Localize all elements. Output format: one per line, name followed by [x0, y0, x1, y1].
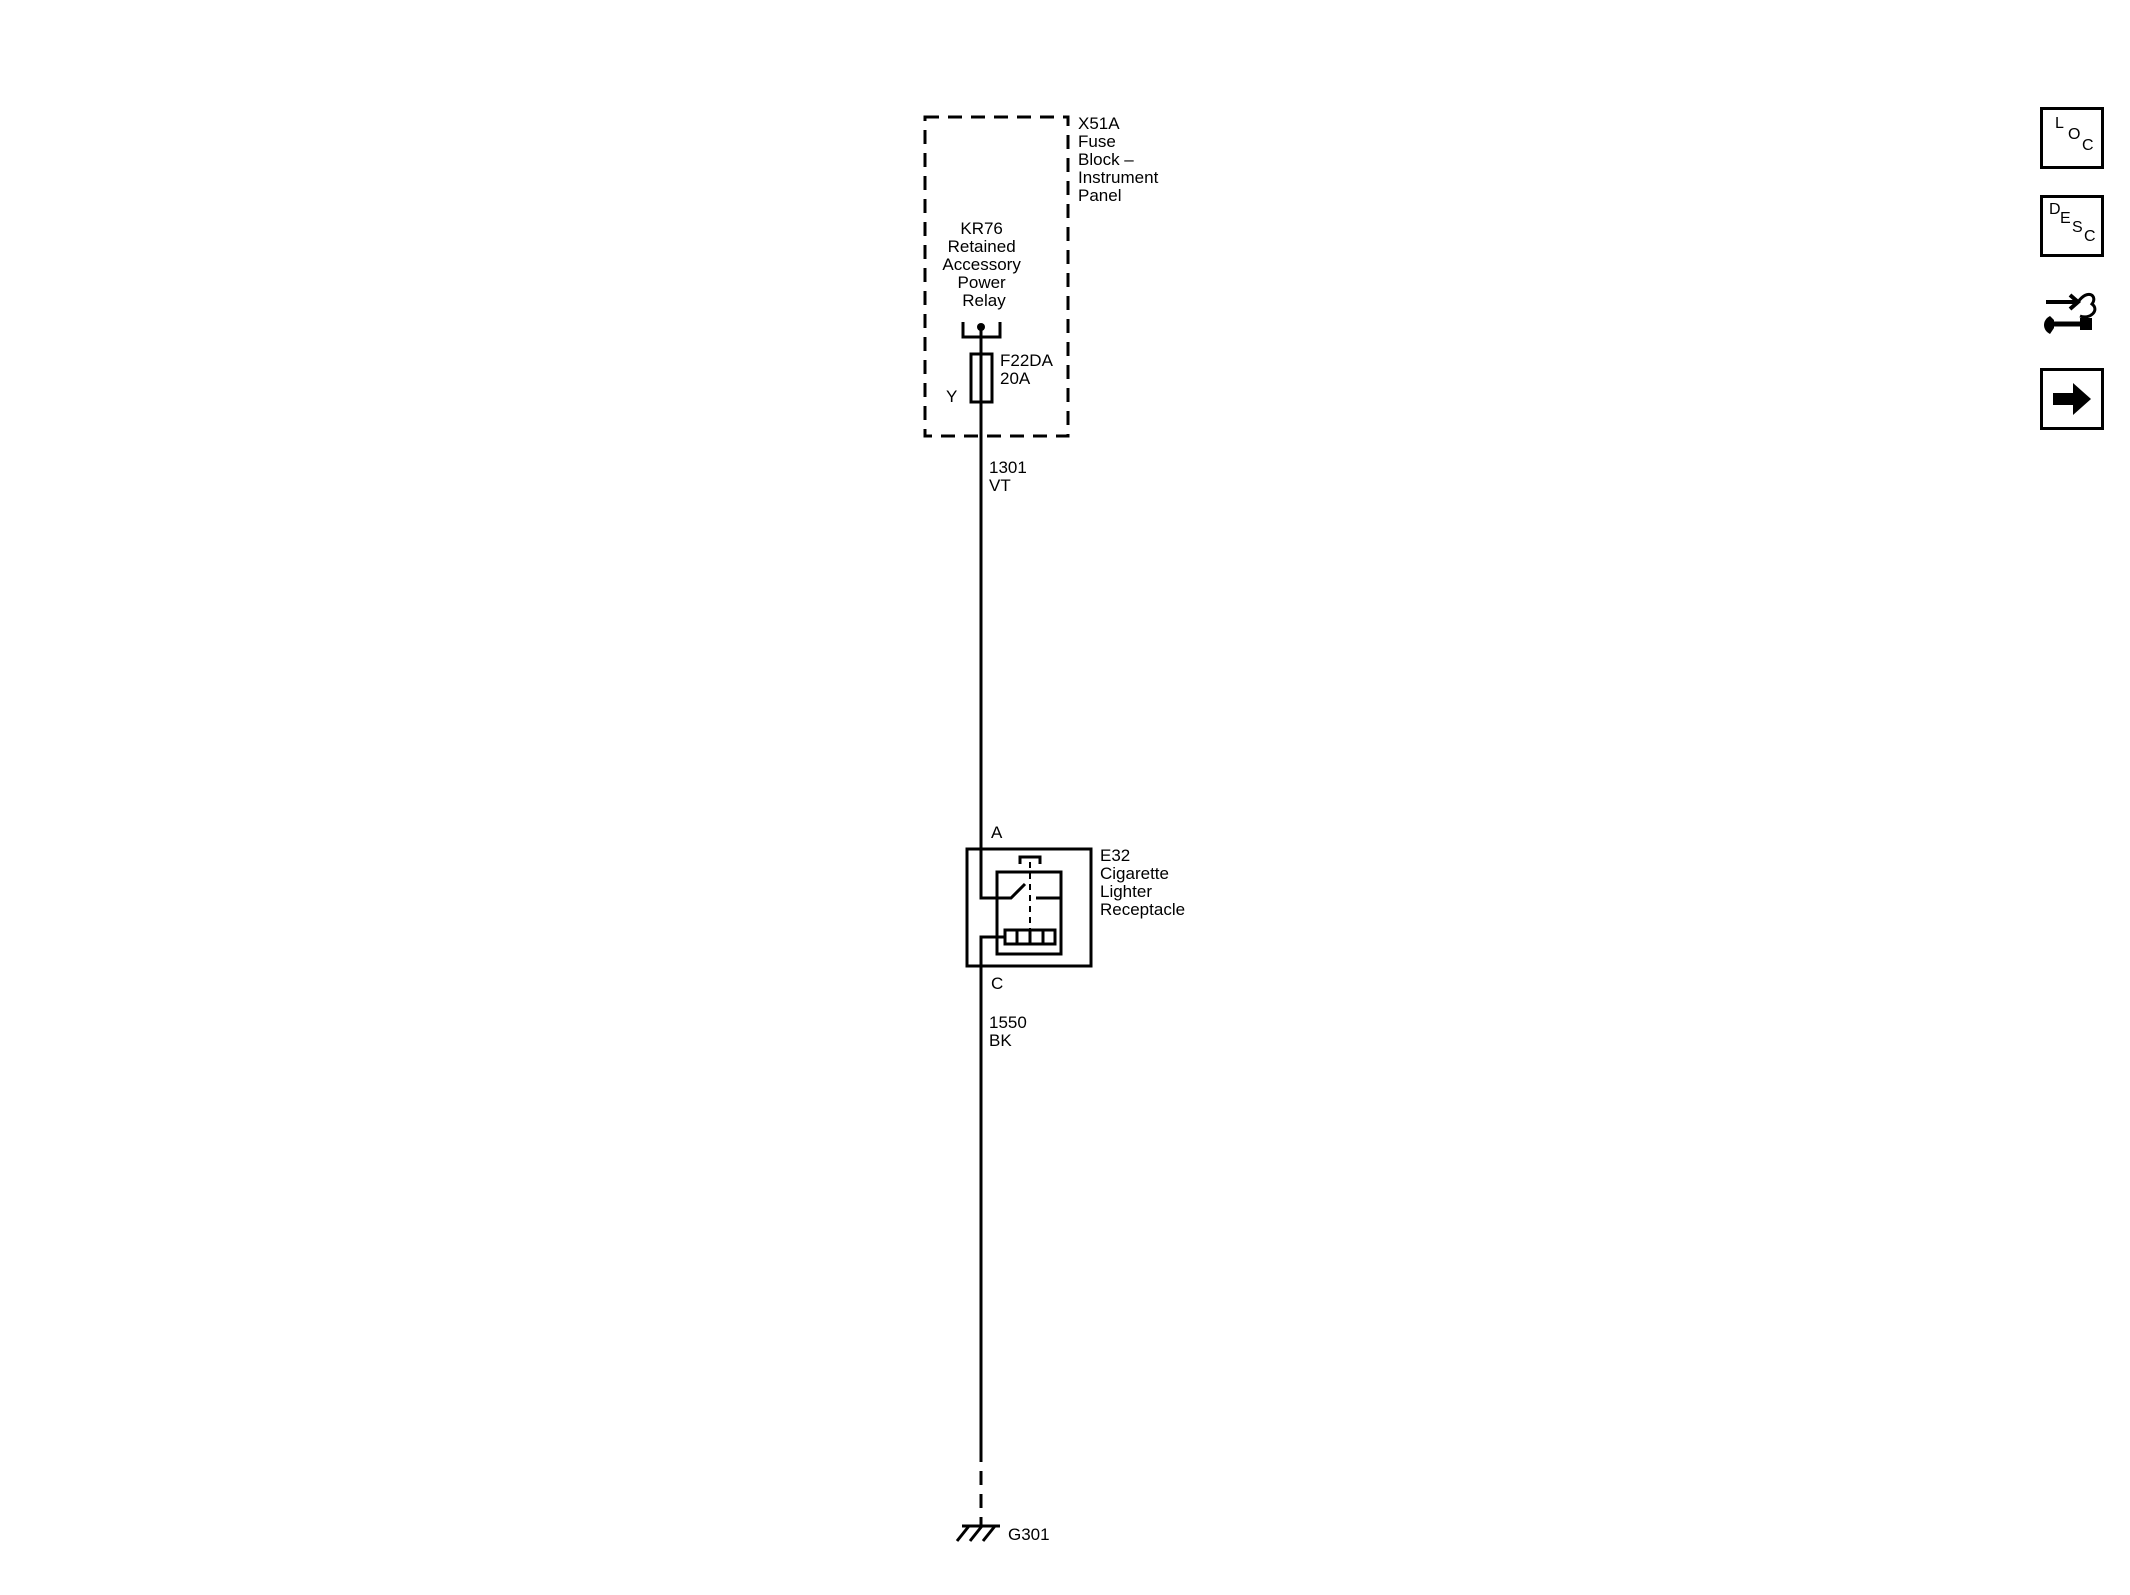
- fuse-block-id: X51A: [1078, 114, 1120, 133]
- relay-name-3: Power: [958, 273, 1007, 292]
- wire-top-circuit: 1301: [989, 458, 1027, 477]
- receptacle-inner-frame: [995, 870, 1063, 956]
- relay-name-4: Relay: [962, 291, 1006, 310]
- fuse-block-name-4: Panel: [1078, 186, 1121, 205]
- fuse-block-label: X51A Fuse Block – Instrument Panel: [1078, 114, 1163, 205]
- receptacle-name-3: Receptacle: [1100, 900, 1185, 919]
- relay-id: KR76: [960, 219, 1003, 238]
- fuse-block-name-3: Instrument: [1078, 168, 1159, 187]
- receptacle-switch-wire: [979, 849, 1061, 900]
- fuse-block-name-2: Block –: [1078, 150, 1134, 169]
- wire-bottom-label: 1550 BK: [989, 1013, 1032, 1050]
- desc-letter-e: E: [2060, 210, 2071, 227]
- desc-letter-d: D: [2049, 201, 2061, 218]
- connector-repair-button[interactable]: [2040, 280, 2104, 342]
- fuse-block-name-1: Fuse: [1078, 132, 1116, 151]
- desc-letter-s: S: [2072, 219, 2083, 236]
- loc-letter-c: C: [2082, 137, 2094, 154]
- receptacle-label: E32 Cigarette Lighter Receptacle: [1100, 846, 1185, 919]
- loc-button[interactable]: L O C: [2040, 107, 2104, 169]
- receptacle-pin-in: A: [991, 823, 1003, 842]
- next-button[interactable]: [2040, 368, 2104, 430]
- arrow-right-icon: [2053, 383, 2091, 415]
- desc-button[interactable]: D E S C: [2040, 195, 2104, 257]
- desc-letter-c: C: [2084, 228, 2096, 245]
- receptacle-id: E32: [1100, 846, 1130, 865]
- fuse-label: F22DA 20A: [1000, 351, 1057, 388]
- relay-name-1: Retained: [948, 237, 1016, 256]
- receptacle-pin-out: C: [991, 974, 1003, 993]
- relay-name-2: Accessory: [942, 255, 1021, 274]
- ground-icon: [955, 1524, 1000, 1542]
- ground-label: G301: [1008, 1525, 1050, 1544]
- receptacle-name-1: Cigarette: [1100, 864, 1169, 883]
- fuse-terminal-label: Y: [946, 387, 957, 406]
- receptacle-name-2: Lighter: [1100, 882, 1152, 901]
- fuse-rating: 20A: [1000, 369, 1031, 388]
- loc-letter-l: L: [2055, 115, 2064, 132]
- receptacle-switch-bracket: [1018, 855, 1042, 864]
- fuse-id: F22DA: [1000, 351, 1054, 370]
- relay-contact-dot: [977, 323, 985, 331]
- wire-top-color: VT: [989, 476, 1011, 495]
- receptacle-outline: [965, 847, 1093, 968]
- wire-bottom-color: BK: [989, 1031, 1012, 1050]
- wire-top-label: 1301 VT: [989, 458, 1032, 495]
- relay-label: KR76 Retained Accessory Power Relay: [942, 219, 1025, 310]
- wire-bottom-circuit: 1550: [989, 1013, 1027, 1032]
- fuse-block-outline: [923, 115, 1070, 438]
- connector-wrench-icon: [2044, 292, 2097, 334]
- loc-letter-o: O: [2068, 126, 2081, 143]
- receptacle-return-wire: [979, 935, 1005, 966]
